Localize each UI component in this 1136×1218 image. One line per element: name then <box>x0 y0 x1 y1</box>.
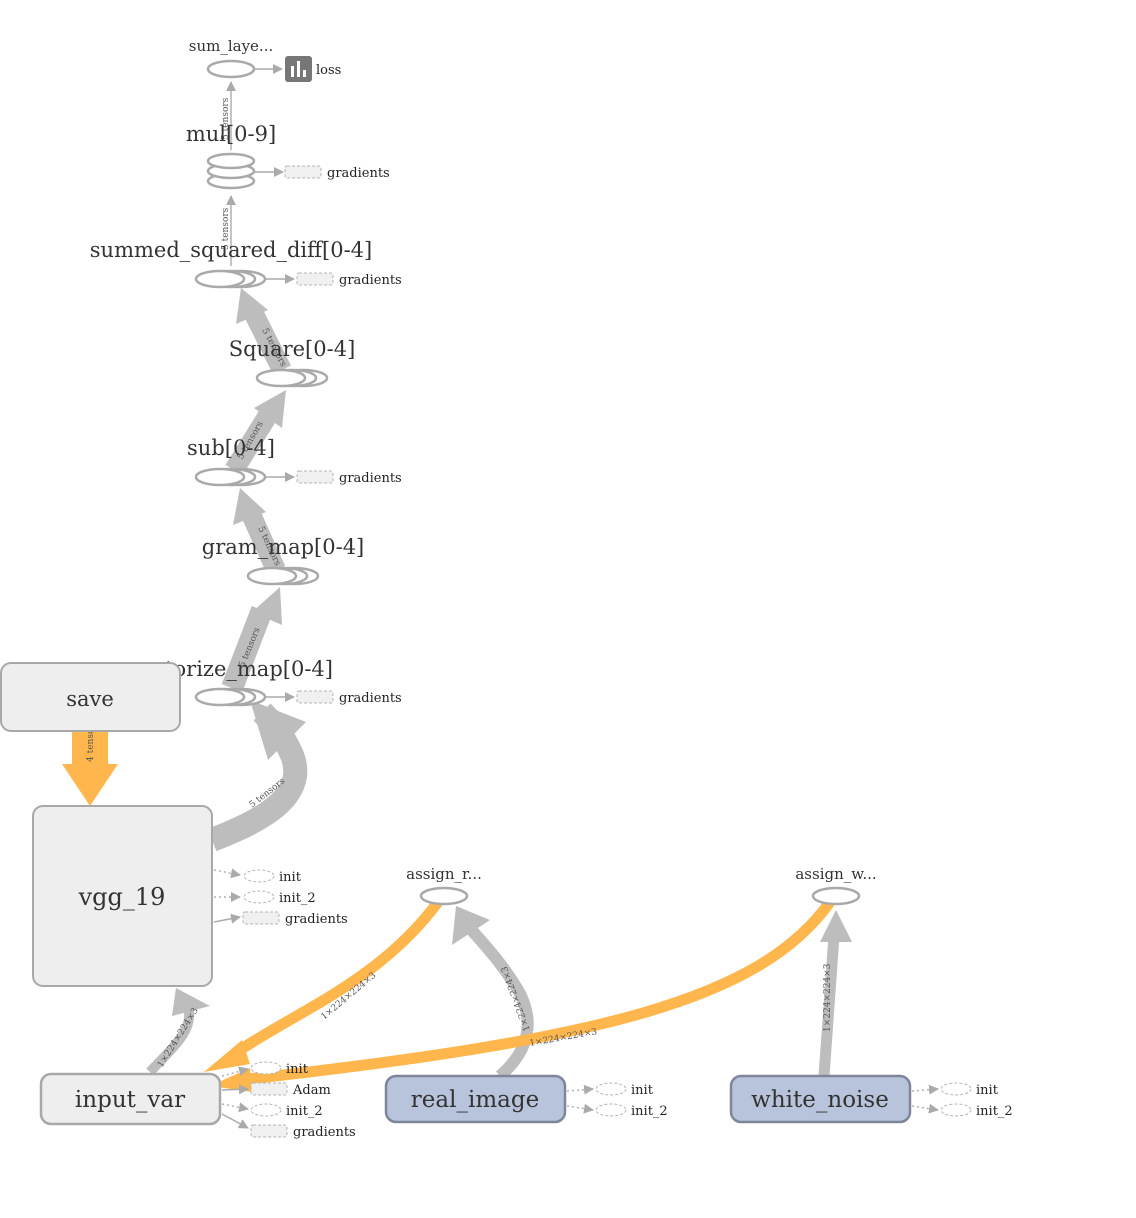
node-save[interactable]: save <box>0 662 181 732</box>
node-mul[interactable]: mul[0-9] <box>186 122 276 190</box>
init-aux-node[interactable] <box>250 1061 282 1075</box>
ctrl-edge-noise-init <box>911 1084 939 1095</box>
gradients-aux-node[interactable] <box>296 690 334 704</box>
gradients-label: gradients <box>293 1125 356 1140</box>
gradients-aux-node[interactable] <box>296 470 334 484</box>
edge-label-noise-assignw: 1×224×224×3 <box>823 963 833 1032</box>
gradients-aux-node[interactable] <box>296 272 334 286</box>
edge-arrow-vgg <box>62 764 118 806</box>
gradients-label: gradients <box>285 912 348 927</box>
ctrl-edge-vgg-init <box>213 868 241 879</box>
edge-arrow-input-1 <box>204 1040 250 1072</box>
gradients-label: gradients <box>339 273 402 288</box>
node-sub[interactable]: sub[0-4] <box>187 436 275 487</box>
init-aux-node[interactable] <box>595 1082 627 1096</box>
adam-aux-node[interactable] <box>250 1082 288 1096</box>
init-label: init <box>279 870 302 885</box>
init-2-aux-node[interactable] <box>250 1103 282 1117</box>
edge-label-input-vgg: 1×224×224×3 <box>156 1006 201 1070</box>
node-sum-layer[interactable]: sum_laye... <box>189 37 273 79</box>
gradients-aux-node[interactable] <box>242 911 280 925</box>
init-label: init <box>286 1062 309 1077</box>
node-label: Square[0-4] <box>229 337 356 361</box>
edge-input-to-vgg[interactable] <box>146 1006 195 1076</box>
gradients-label: gradients <box>339 691 402 706</box>
init-2-label: init_2 <box>279 891 316 906</box>
init-aux-node[interactable] <box>243 869 275 883</box>
gradients-aux-node[interactable] <box>250 1124 288 1138</box>
edge-gram-to-sub[interactable] <box>240 507 286 575</box>
edge-square-to-ssd[interactable] <box>243 305 291 375</box>
edge-noise-to-assignw[interactable] <box>818 935 840 1077</box>
node-assign-w[interactable]: assign_w... <box>795 865 877 906</box>
edge-label-save-vgg: 4 tenso <box>86 729 96 762</box>
node-loss-summary[interactable]: loss <box>285 56 341 82</box>
edge-arrow-assignr <box>452 906 490 945</box>
edge-arrow-gram <box>252 587 282 625</box>
gradients-aux-node[interactable] <box>284 165 322 179</box>
edge-real-to-assignr[interactable] <box>463 922 534 1081</box>
edge-arrow-ssd <box>236 288 268 324</box>
gradients-label: gradients <box>327 166 390 181</box>
edge-arrow-assignw <box>820 910 852 942</box>
node-square[interactable]: Square[0-4] <box>229 337 356 388</box>
node-label: summed_squared_diff[0-4] <box>90 238 372 262</box>
edge-assignr-to-input[interactable] <box>236 898 443 1055</box>
init-2-label: init_2 <box>286 1104 323 1119</box>
node-label: mul[0-9] <box>186 122 276 146</box>
edge-arrow-vectorize <box>250 700 306 760</box>
node-white-noise[interactable]: white_noise <box>729 1074 912 1124</box>
gradients-label: gradients <box>339 471 402 486</box>
node-input-var[interactable]: input_var <box>39 1072 222 1126</box>
adam-label: Adam <box>292 1083 331 1098</box>
node-label: sum_laye... <box>189 37 273 55</box>
init-2-label: init_2 <box>631 1104 668 1119</box>
edge-arrow-sub <box>233 488 266 525</box>
init-label: init <box>976 1083 999 1098</box>
node-gram-map[interactable]: gram_map[0-4] <box>202 535 365 586</box>
ctrl-edge-input-init2 <box>221 1102 249 1113</box>
node-label: save <box>66 687 114 711</box>
edge-assignw-to-input[interactable] <box>239 898 835 1086</box>
init-2-aux-node[interactable] <box>243 890 275 904</box>
edge-arrow-square <box>254 390 286 428</box>
init-aux-node[interactable] <box>940 1082 972 1096</box>
node-label: assign_w... <box>795 865 876 883</box>
init-2-aux-node[interactable] <box>595 1103 627 1117</box>
edge-arrow-vgg-bottom <box>172 988 210 1016</box>
edge-vectorize-to-gram[interactable] <box>221 606 273 692</box>
edge-vgg-to-gradients <box>213 913 241 924</box>
node-label: vgg_19 <box>78 883 166 911</box>
node-assign-r[interactable]: assign_r... <box>406 865 482 906</box>
ctrl-edge-real-init2 <box>566 1103 594 1114</box>
node-label: input_var <box>75 1087 185 1113</box>
node-label: gram_map[0-4] <box>202 535 365 559</box>
node-label: assign_r... <box>406 865 482 883</box>
ctrl-edge-real-init <box>566 1084 594 1095</box>
node-real-image[interactable]: real_image <box>384 1074 567 1124</box>
edge-label-ssd-mul: 5 tensors <box>221 207 231 250</box>
node-vgg-19[interactable]: vgg_19 <box>32 805 213 987</box>
node-summed-squared-diff[interactable]: summed_squared_diff[0-4] <box>90 238 372 289</box>
edge-label-mul-sum: 5 tensors <box>221 97 231 140</box>
node-label: sub[0-4] <box>187 436 275 460</box>
node-label: real_image <box>411 1087 539 1113</box>
edge-sub-to-square[interactable] <box>225 406 279 476</box>
init-label: init <box>631 1083 654 1098</box>
init-2-aux-node[interactable] <box>940 1103 972 1117</box>
init-2-label: init_2 <box>976 1104 1013 1119</box>
node-label: white_noise <box>751 1087 889 1113</box>
edge-input-to-gradients <box>221 1113 249 1129</box>
edge-input-to-adam <box>221 1084 249 1095</box>
ctrl-edge-noise-init2 <box>911 1103 939 1114</box>
loss-label: loss <box>316 63 341 78</box>
